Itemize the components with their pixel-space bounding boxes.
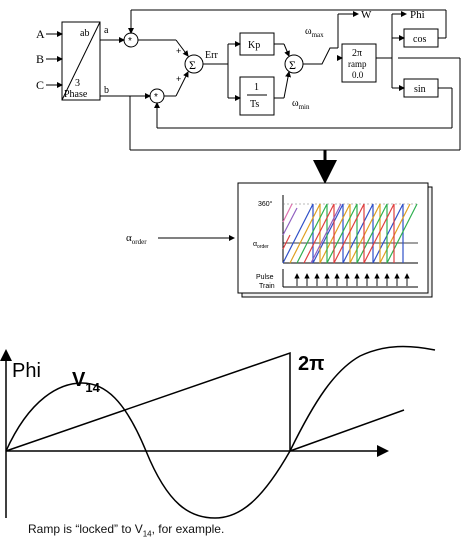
caption: Ramp is “locked” to V14, for example. xyxy=(28,522,225,539)
svg-text:+: + xyxy=(176,46,181,56)
three-phase-block xyxy=(61,21,101,101)
tangent-line xyxy=(289,409,405,452)
alpha-input-label: αorder xyxy=(126,232,147,246)
signal-a-label: a xyxy=(104,25,109,36)
svg-text:sin: sin xyxy=(414,84,426,95)
svg-text:1: 1 xyxy=(254,82,259,93)
svg-text:Kp: Kp xyxy=(248,40,260,51)
alpha-order-label: αorder xyxy=(253,241,269,250)
two-pi-label: 2π xyxy=(298,353,324,375)
svg-text:ramp: ramp xyxy=(348,59,367,69)
control-block-diagram: A B C ab 3 Phase a b * * + + Σ Err xyxy=(36,9,461,151)
pulse-arrows xyxy=(294,273,410,286)
phase-ab-label: ab xyxy=(80,28,89,39)
waveform-diagram xyxy=(0,345,436,519)
phi-axis-label: Phi xyxy=(12,360,41,382)
svg-text:Σ: Σ xyxy=(189,58,196,72)
svg-text:0.0: 0.0 xyxy=(352,70,364,80)
pulse-label-2: Train xyxy=(259,283,275,290)
svg-text:Ts: Ts xyxy=(250,99,259,110)
input-b-label: B xyxy=(36,52,44,66)
omega-max-label: ωmax xyxy=(305,26,324,39)
omega-min-label: ωmin xyxy=(292,98,310,111)
phase-name-label: Phase xyxy=(64,89,88,100)
signal-b-label: b xyxy=(104,85,109,96)
phase-number-label: 3 xyxy=(75,78,80,89)
ramp-block xyxy=(341,43,377,83)
phase-ramps xyxy=(282,203,418,264)
svg-text:cos: cos xyxy=(413,34,426,45)
phi-output-label: Phi xyxy=(410,9,425,21)
svg-text:*: * xyxy=(154,92,158,103)
pulse-label-1: Pulse xyxy=(256,274,274,281)
err-label: Err xyxy=(205,50,218,61)
ramp-sawtooth xyxy=(5,351,291,452)
svg-text:+: + xyxy=(176,74,181,84)
firing-pulse-diagram: αorder 360° αorder Pulse Train xyxy=(126,182,433,298)
v14-sine-curve xyxy=(5,345,436,519)
svg-text:*: * xyxy=(128,36,132,47)
integrator-block xyxy=(239,76,275,116)
svg-text:Σ: Σ xyxy=(289,58,296,72)
input-c-label: C xyxy=(36,78,44,92)
w-output-label: W xyxy=(361,9,372,21)
v14-label: V14 xyxy=(72,369,101,395)
svg-text:2π: 2π xyxy=(352,48,362,59)
top-value-label: 360° xyxy=(258,200,273,208)
input-a-label: A xyxy=(36,27,45,41)
